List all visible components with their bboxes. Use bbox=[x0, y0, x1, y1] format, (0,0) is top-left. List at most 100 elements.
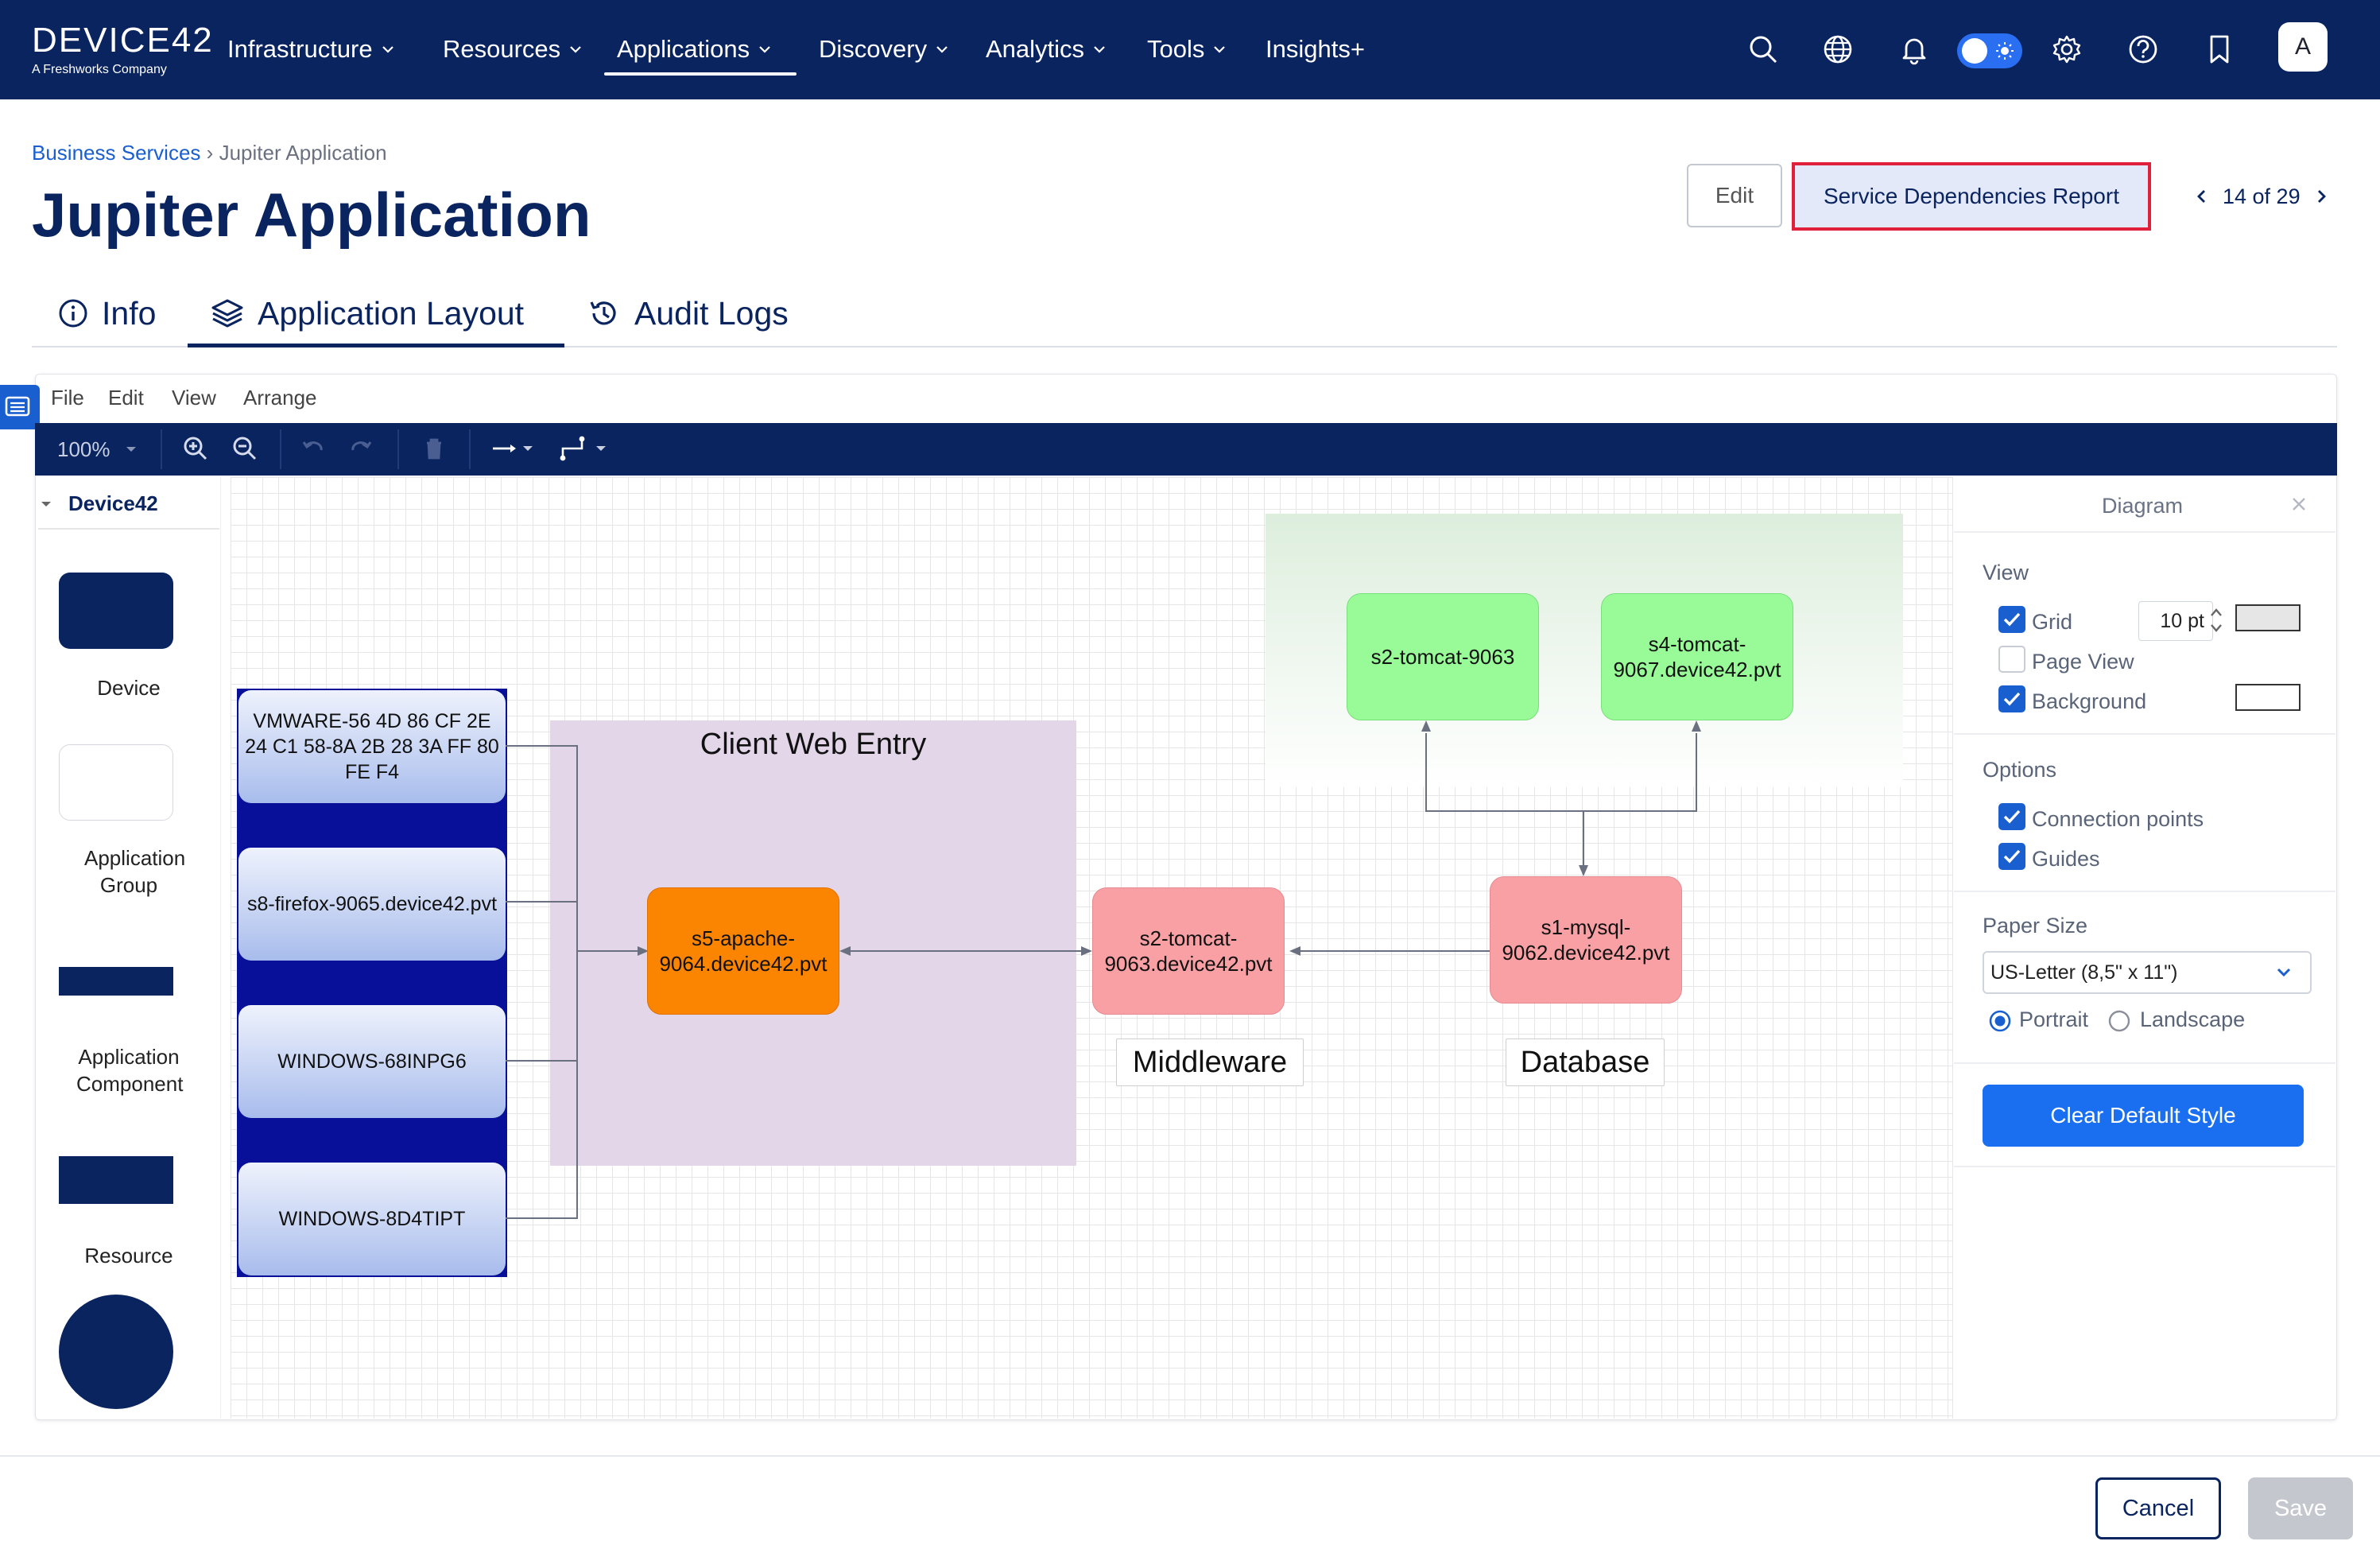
shapes-divider bbox=[38, 528, 219, 530]
close-icon[interactable] bbox=[2289, 495, 2308, 514]
breadcrumb: Business Services › Jupiter Application bbox=[32, 139, 387, 166]
cancel-button[interactable]: Cancel bbox=[2095, 1477, 2221, 1539]
help-icon[interactable] bbox=[2126, 32, 2161, 67]
chevron-down-icon bbox=[936, 46, 948, 53]
nav-resources[interactable]: Resources bbox=[443, 29, 583, 70]
connection-points-checkbox[interactable] bbox=[1998, 803, 2025, 830]
chevron-down-icon bbox=[382, 46, 393, 53]
tab-info[interactable]: Info bbox=[57, 285, 156, 342]
device-node-s8-firefox[interactable]: s8-firefox-9065.device42.pvt bbox=[238, 848, 506, 961]
app-node-mysql[interactable]: s1-mysql-9062.device42.pvt bbox=[1490, 876, 1682, 1004]
nav-infrastructure[interactable]: Infrastructure bbox=[227, 29, 395, 70]
shape-circle[interactable] bbox=[59, 1295, 173, 1409]
grid-size-input[interactable]: 10 pt bbox=[2138, 601, 2213, 641]
nav-active-underline bbox=[604, 72, 797, 76]
connector-devices-mid bbox=[506, 901, 577, 1062]
portrait-radio[interactable] bbox=[1987, 1008, 2013, 1034]
app-node-apache[interactable]: s5-apache-9064.device42.pvt bbox=[647, 887, 839, 1015]
breadcrumb-current: Jupiter Application bbox=[219, 141, 387, 165]
search-icon[interactable] bbox=[1746, 32, 1781, 67]
nav-discovery[interactable]: Discovery bbox=[819, 29, 949, 70]
grid-checkbox[interactable] bbox=[1998, 606, 2025, 633]
trash-icon[interactable] bbox=[420, 434, 448, 463]
connection-arrow-icon[interactable] bbox=[490, 436, 541, 461]
paper-size-select[interactable]: US-Letter (8,5" x 11") bbox=[1983, 951, 2312, 994]
arrowhead bbox=[1081, 946, 1092, 956]
background-checkbox[interactable] bbox=[1998, 685, 2025, 712]
history-icon bbox=[590, 301, 616, 325]
stepper-icon[interactable] bbox=[2208, 604, 2224, 636]
label-middleware[interactable]: Middleware bbox=[1116, 1038, 1304, 1086]
menu-edit[interactable]: Edit bbox=[108, 386, 144, 410]
zoom-select[interactable]: 100% bbox=[57, 437, 110, 461]
shape-label-resource: Resource bbox=[84, 1244, 173, 1268]
diagram-canvas[interactable]: Client Web Entry VMWARE-56 4D 86 CF 2E 2… bbox=[231, 477, 1952, 1419]
menu-view[interactable]: View bbox=[172, 386, 216, 410]
user-avatar[interactable]: A bbox=[2278, 22, 2328, 72]
device-node-windows-68inpg6[interactable]: WINDOWS-68INPG6 bbox=[238, 1005, 506, 1118]
bell-icon[interactable] bbox=[1897, 32, 1932, 67]
check-icon bbox=[2003, 849, 2021, 864]
arrowhead bbox=[1579, 865, 1588, 876]
globe-icon[interactable] bbox=[1820, 32, 1855, 67]
tabs-divider bbox=[32, 346, 2337, 347]
device-node-vmware[interactable]: VMWARE-56 4D 86 CF 2E 24 C1 58-8A 2B 28 … bbox=[238, 690, 506, 803]
chevron-left-icon[interactable] bbox=[2194, 187, 2210, 206]
grid-color-swatch[interactable] bbox=[2235, 604, 2301, 631]
format-panel bbox=[1952, 477, 2335, 1419]
check-icon bbox=[2003, 612, 2021, 627]
tab-label: Info bbox=[102, 294, 157, 332]
shape-application-group[interactable] bbox=[59, 744, 173, 821]
clear-default-style-button[interactable]: Clear Default Style bbox=[1983, 1085, 2304, 1147]
caret-down-icon[interactable] bbox=[38, 496, 54, 512]
shape-application-component[interactable] bbox=[59, 967, 173, 996]
app-node-s2-tomcat[interactable]: s2-tomcat-9063 bbox=[1347, 593, 1539, 720]
redo-icon[interactable] bbox=[347, 434, 375, 463]
nav-analytics[interactable]: Analytics bbox=[986, 29, 1107, 70]
guides-checkbox[interactable] bbox=[1998, 843, 2025, 870]
chevron-right-icon[interactable] bbox=[2313, 187, 2329, 206]
page-view-label: Page View bbox=[2032, 650, 2134, 674]
bookmark-icon[interactable] bbox=[2202, 32, 2237, 67]
menu-file[interactable]: File bbox=[51, 386, 84, 410]
format-panel-toggle[interactable] bbox=[0, 385, 40, 429]
format-panel-title: Diagram bbox=[2102, 494, 2184, 518]
connector-database-green bbox=[1425, 733, 1697, 875]
arrowhead bbox=[638, 946, 649, 956]
background-color-swatch[interactable] bbox=[2235, 684, 2301, 711]
zoom-out-icon[interactable] bbox=[231, 434, 259, 463]
zoom-in-icon[interactable] bbox=[181, 434, 210, 463]
service-dependencies-report-button[interactable]: Service Dependencies Report bbox=[1792, 162, 2151, 231]
device-node-windows-8d4tipt[interactable]: WINDOWS-8D4TIPT bbox=[238, 1163, 506, 1275]
shape-resource[interactable] bbox=[59, 1156, 173, 1204]
device42-logo[interactable]: DEVICE42 A Freshworks Company bbox=[32, 21, 215, 84]
app-node-middleware-tomcat[interactable]: s2-tomcat-9063.device42.pvt bbox=[1092, 887, 1285, 1015]
connectors-layer bbox=[506, 720, 1701, 1219]
gear-icon[interactable] bbox=[2049, 32, 2084, 67]
toolbar-separator bbox=[469, 429, 471, 469]
label-database[interactable]: Database bbox=[1506, 1038, 1665, 1086]
landscape-radio[interactable] bbox=[2107, 1008, 2132, 1034]
nav-applications[interactable]: Applications bbox=[617, 29, 772, 70]
chevron-down-icon bbox=[2277, 968, 2291, 977]
shapes-group-title: Device42 bbox=[68, 491, 158, 515]
shape-device[interactable] bbox=[59, 573, 173, 649]
breadcrumb-business-services[interactable]: Business Services bbox=[32, 141, 201, 165]
waypoint-icon[interactable] bbox=[558, 433, 615, 464]
nav-label: Analytics bbox=[986, 35, 1085, 63]
undo-icon[interactable] bbox=[299, 434, 328, 463]
tab-audit-logs[interactable]: Audit Logs bbox=[587, 285, 789, 342]
tab-application-layout[interactable]: Application Layout bbox=[210, 285, 524, 342]
edit-button[interactable]: Edit bbox=[1687, 164, 1782, 227]
nav-insights[interactable]: Insights+ bbox=[1266, 29, 1365, 70]
nav-tools[interactable]: Tools bbox=[1147, 29, 1227, 70]
app-node-s4-tomcat[interactable]: s4-tomcat-9067.device42.pvt bbox=[1601, 593, 1793, 720]
menu-arrange[interactable]: Arrange bbox=[243, 386, 317, 410]
save-button[interactable]: Save bbox=[2248, 1477, 2353, 1539]
breadcrumb-separator: › bbox=[206, 141, 214, 165]
list-icon bbox=[5, 396, 30, 417]
pager-text: 14 of 29 bbox=[2223, 184, 2301, 208]
landscape-label: Landscape bbox=[2140, 1007, 2246, 1031]
shape-label-device: Device bbox=[97, 676, 161, 700]
page-view-checkbox[interactable] bbox=[1998, 646, 2025, 673]
